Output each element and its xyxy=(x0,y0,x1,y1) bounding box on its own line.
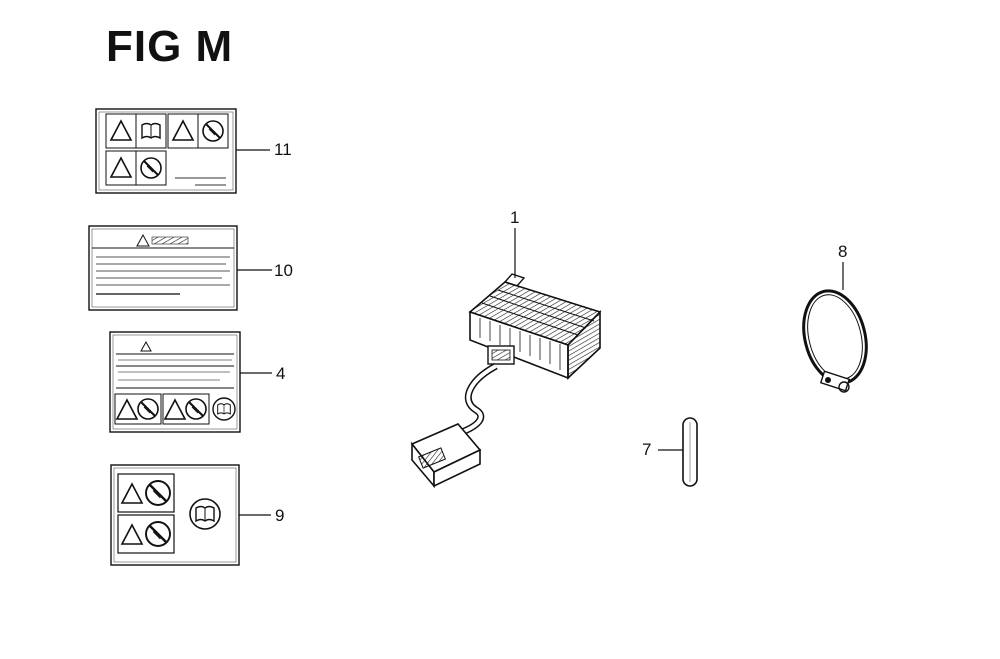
label-11-warning-decal xyxy=(95,108,270,194)
callout-4: 4 xyxy=(276,364,286,383)
part-8-band-clamp xyxy=(802,262,868,393)
callout-7: 7 xyxy=(642,440,652,459)
callout-9: 9 xyxy=(275,506,285,525)
part-1-regulator-rectifier xyxy=(410,228,602,489)
callout-8: 8 xyxy=(838,242,848,261)
callout-1: 1 xyxy=(510,208,520,227)
callout-11: 11 xyxy=(274,140,292,159)
label-4-warning-decal xyxy=(109,331,272,433)
part-7-pin xyxy=(658,417,698,487)
figure-title: FIG M xyxy=(106,22,234,71)
label-9-warning-decal xyxy=(110,464,271,566)
callout-10: 10 xyxy=(274,261,293,280)
label-10-warning-decal xyxy=(88,225,272,311)
